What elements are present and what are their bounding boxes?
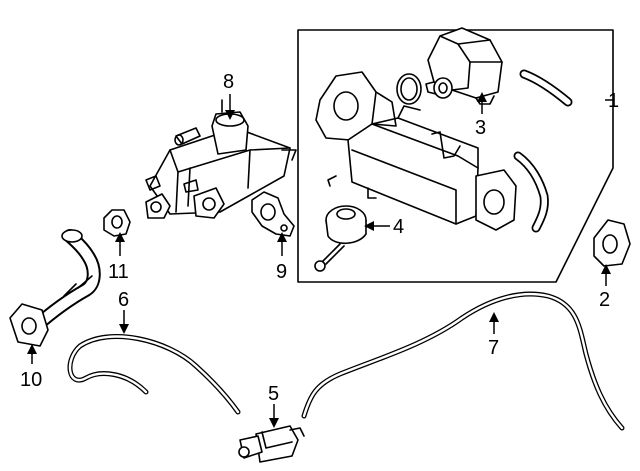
callout-3: 3 <box>475 117 486 139</box>
callout-9: 9 <box>276 261 287 283</box>
gasket-part-2 <box>593 219 631 267</box>
callout-4: 4 <box>393 216 404 238</box>
vacuum-hose-part-7 <box>301 291 625 431</box>
callout-2: 2 <box>599 289 610 311</box>
callout-6: 6 <box>118 289 129 311</box>
callout-8: 8 <box>223 71 234 93</box>
solenoid-valve-part <box>238 425 305 463</box>
o-ring-part <box>396 73 422 105</box>
gasket-part-9 <box>251 191 295 237</box>
small-hose-upper <box>519 69 573 107</box>
valve-housing-part <box>425 27 503 105</box>
coolant-hose <box>513 151 549 233</box>
callout-1: 1 <box>608 90 619 112</box>
egr-pipe-part <box>9 229 101 347</box>
callout-7: 7 <box>488 337 499 359</box>
callout-5: 5 <box>268 383 279 405</box>
callout-11: 11 <box>108 261 129 283</box>
gasket-part-11 <box>103 209 131 237</box>
egr-cooler-assembly <box>315 71 517 231</box>
leaders <box>27 92 613 428</box>
vacuum-actuator-part <box>314 205 367 272</box>
callout-10: 10 <box>20 369 42 391</box>
vacuum-hose-part-6 <box>67 334 241 415</box>
assembly-frame <box>297 29 614 283</box>
egr-module-part <box>145 99 297 219</box>
